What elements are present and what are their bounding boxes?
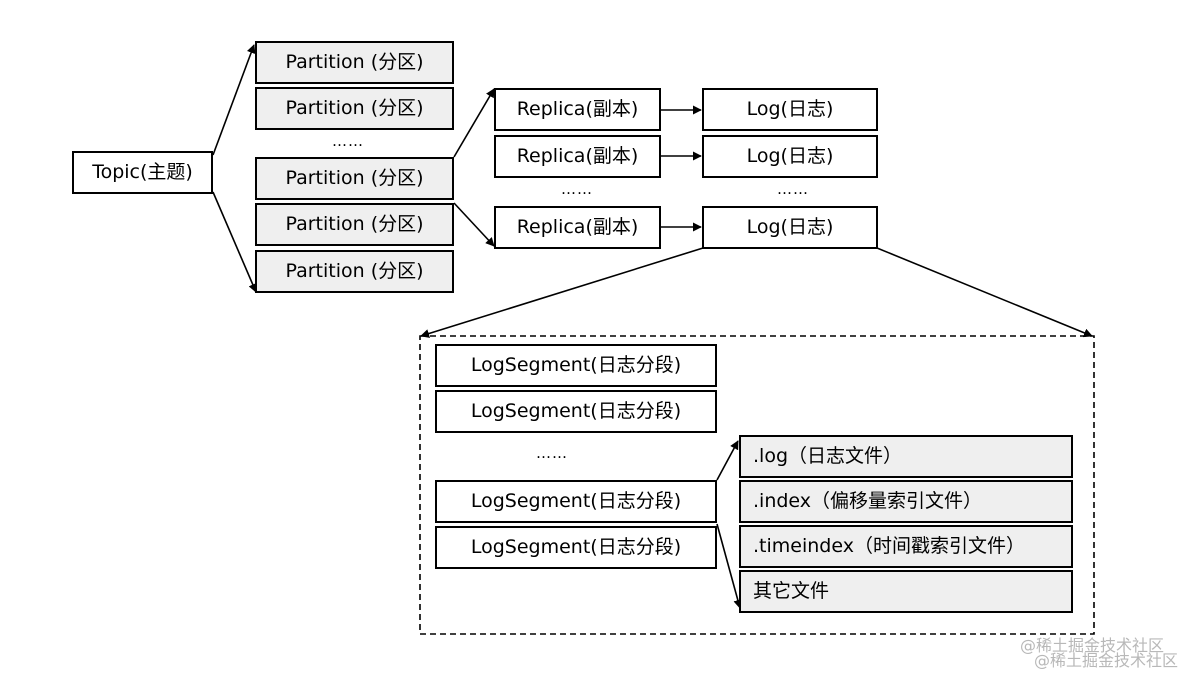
log-box: Log(日志) bbox=[702, 135, 878, 178]
edge-partition-replica-top bbox=[453, 88, 495, 158]
replica-box: Replica(副本) bbox=[494, 206, 661, 249]
log-ellipsis: …… bbox=[777, 180, 809, 198]
watermark-text: @稀土掘金技术社区 bbox=[1020, 636, 1165, 655]
log-box: Log(日志) bbox=[702, 206, 878, 249]
log-segment-box: LogSegment(日志分段) bbox=[435, 344, 717, 387]
edge-topic-partition-bottom bbox=[212, 191, 257, 293]
partition-box: Partition (分区) bbox=[255, 87, 454, 130]
log-segment-box: LogSegment(日志分段) bbox=[435, 480, 717, 523]
edge-segment-files-top bbox=[716, 440, 739, 481]
edge-topic-partition-top bbox=[212, 44, 256, 156]
edge-log-container-left bbox=[420, 247, 704, 338]
partition-ellipsis: …… bbox=[332, 132, 364, 150]
replica-ellipsis: …… bbox=[561, 180, 593, 198]
edge-log-container-right bbox=[876, 247, 1093, 338]
edge-segment-files-bottom bbox=[716, 523, 743, 609]
partition-box: Partition (分区) bbox=[255, 203, 454, 246]
log-segment-box: LogSegment(日志分段) bbox=[435, 526, 717, 569]
file-box-timeindex: .timeindex（时间戳索引文件） bbox=[739, 525, 1073, 568]
file-box-index: .index（偏移量索引文件） bbox=[739, 480, 1073, 523]
log-segment-box: LogSegment(日志分段) bbox=[435, 390, 717, 433]
replica-box: Replica(副本) bbox=[494, 135, 661, 178]
partition-box: Partition (分区) bbox=[255, 250, 454, 293]
file-box-log: .log（日志文件） bbox=[739, 435, 1073, 478]
topic-box: Topic(主题) bbox=[72, 151, 213, 194]
log-box: Log(日志) bbox=[702, 88, 878, 131]
partition-box: Partition (分区) bbox=[255, 157, 454, 200]
file-box-other: 其它文件 bbox=[739, 570, 1073, 613]
replica-box: Replica(副本) bbox=[494, 88, 661, 131]
watermark-text: @稀土掘金技术社区 bbox=[1034, 651, 1179, 670]
edge-partition-replica-bottom bbox=[453, 202, 495, 247]
partition-box: Partition (分区) bbox=[255, 41, 454, 84]
log-segment-container bbox=[419, 335, 1095, 635]
log-segment-ellipsis: …… bbox=[536, 444, 568, 462]
